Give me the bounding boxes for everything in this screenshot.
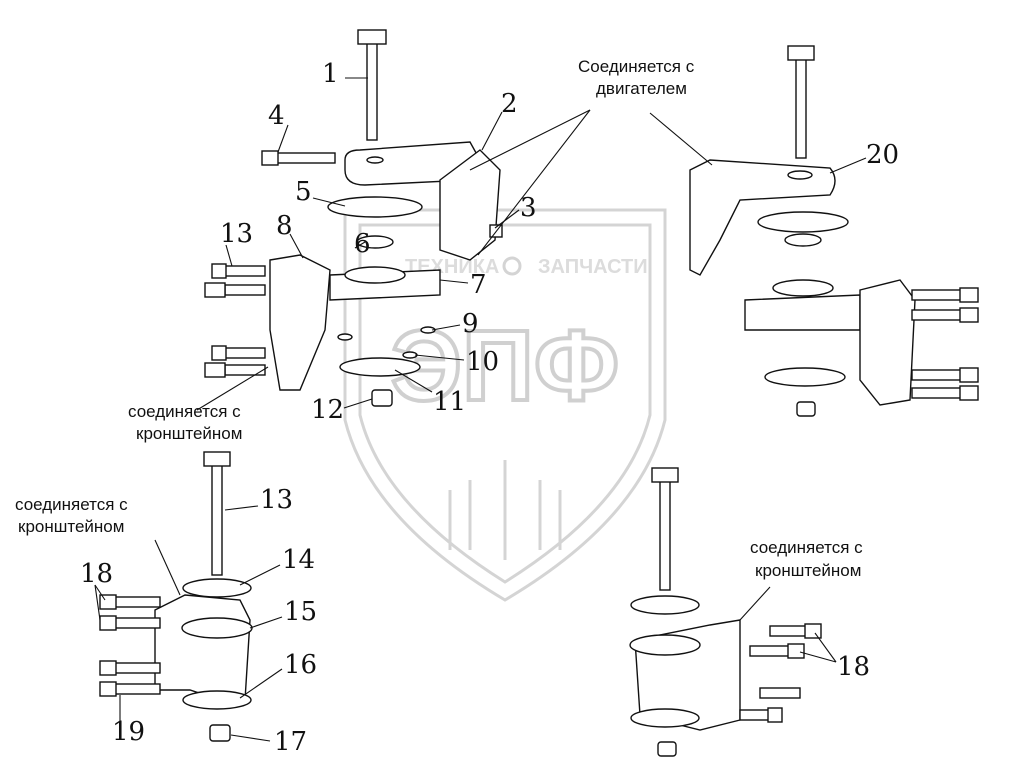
part-number-2: 2	[501, 89, 518, 119]
part-number-18-left: 18	[80, 559, 113, 589]
leader-lines	[94, 77, 867, 742]
part-number-1: 1	[322, 59, 339, 89]
label-bracket-right-line1: соединяется с	[750, 538, 863, 557]
part-number-18-right: 18	[837, 652, 870, 682]
part-numbers: 1 2 3 4 5 6 7 8 9 10 11 12 13 13 14 15 1…	[80, 59, 899, 757]
part-number-3: 3	[520, 193, 537, 223]
part-number-5: 5	[295, 177, 312, 207]
part-number-15: 15	[284, 597, 317, 627]
label-bracket-left-line1: соединяется с	[15, 495, 128, 514]
part-number-6: 6	[354, 229, 371, 259]
gear-icon	[502, 256, 522, 276]
label-connects-engine-line1: Соединяется с	[578, 57, 695, 76]
part-number-13-bottom: 13	[260, 485, 293, 515]
part-number-12: 12	[311, 395, 344, 425]
part-number-14: 14	[282, 545, 315, 575]
part-number-7: 7	[470, 270, 487, 300]
part-number-9: 9	[462, 309, 479, 339]
part-number-20: 20	[866, 140, 899, 170]
label-bracket-right-line2: кронштейном	[755, 561, 861, 580]
part-number-13-top: 13	[220, 219, 253, 249]
text-labels: Соединяется с двигателем соединяется с к…	[15, 57, 863, 580]
part-number-8: 8	[276, 211, 293, 241]
part-number-11: 11	[433, 387, 466, 417]
label-bracket-left-line2: кронштейном	[18, 517, 124, 536]
label-connects-engine-line2: двигателем	[596, 79, 687, 98]
assembly-bottom-left	[99, 451, 253, 742]
part-number-4: 4	[268, 101, 285, 131]
assembly-top-right	[689, 45, 979, 417]
watermark-right-text: ЗАПЧАСТИ	[538, 256, 648, 278]
assembly-top-left	[204, 29, 503, 407]
wheat-icon	[448, 460, 562, 560]
part-number-16: 16	[284, 650, 317, 680]
label-bracket-top-line1: соединяется с	[128, 402, 241, 421]
part-number-19: 19	[112, 717, 145, 747]
label-bracket-top-line2: кронштейном	[136, 424, 242, 443]
assembly-bottom-right	[629, 467, 822, 757]
part-number-10: 10	[466, 347, 499, 377]
part-number-17: 17	[274, 727, 307, 757]
